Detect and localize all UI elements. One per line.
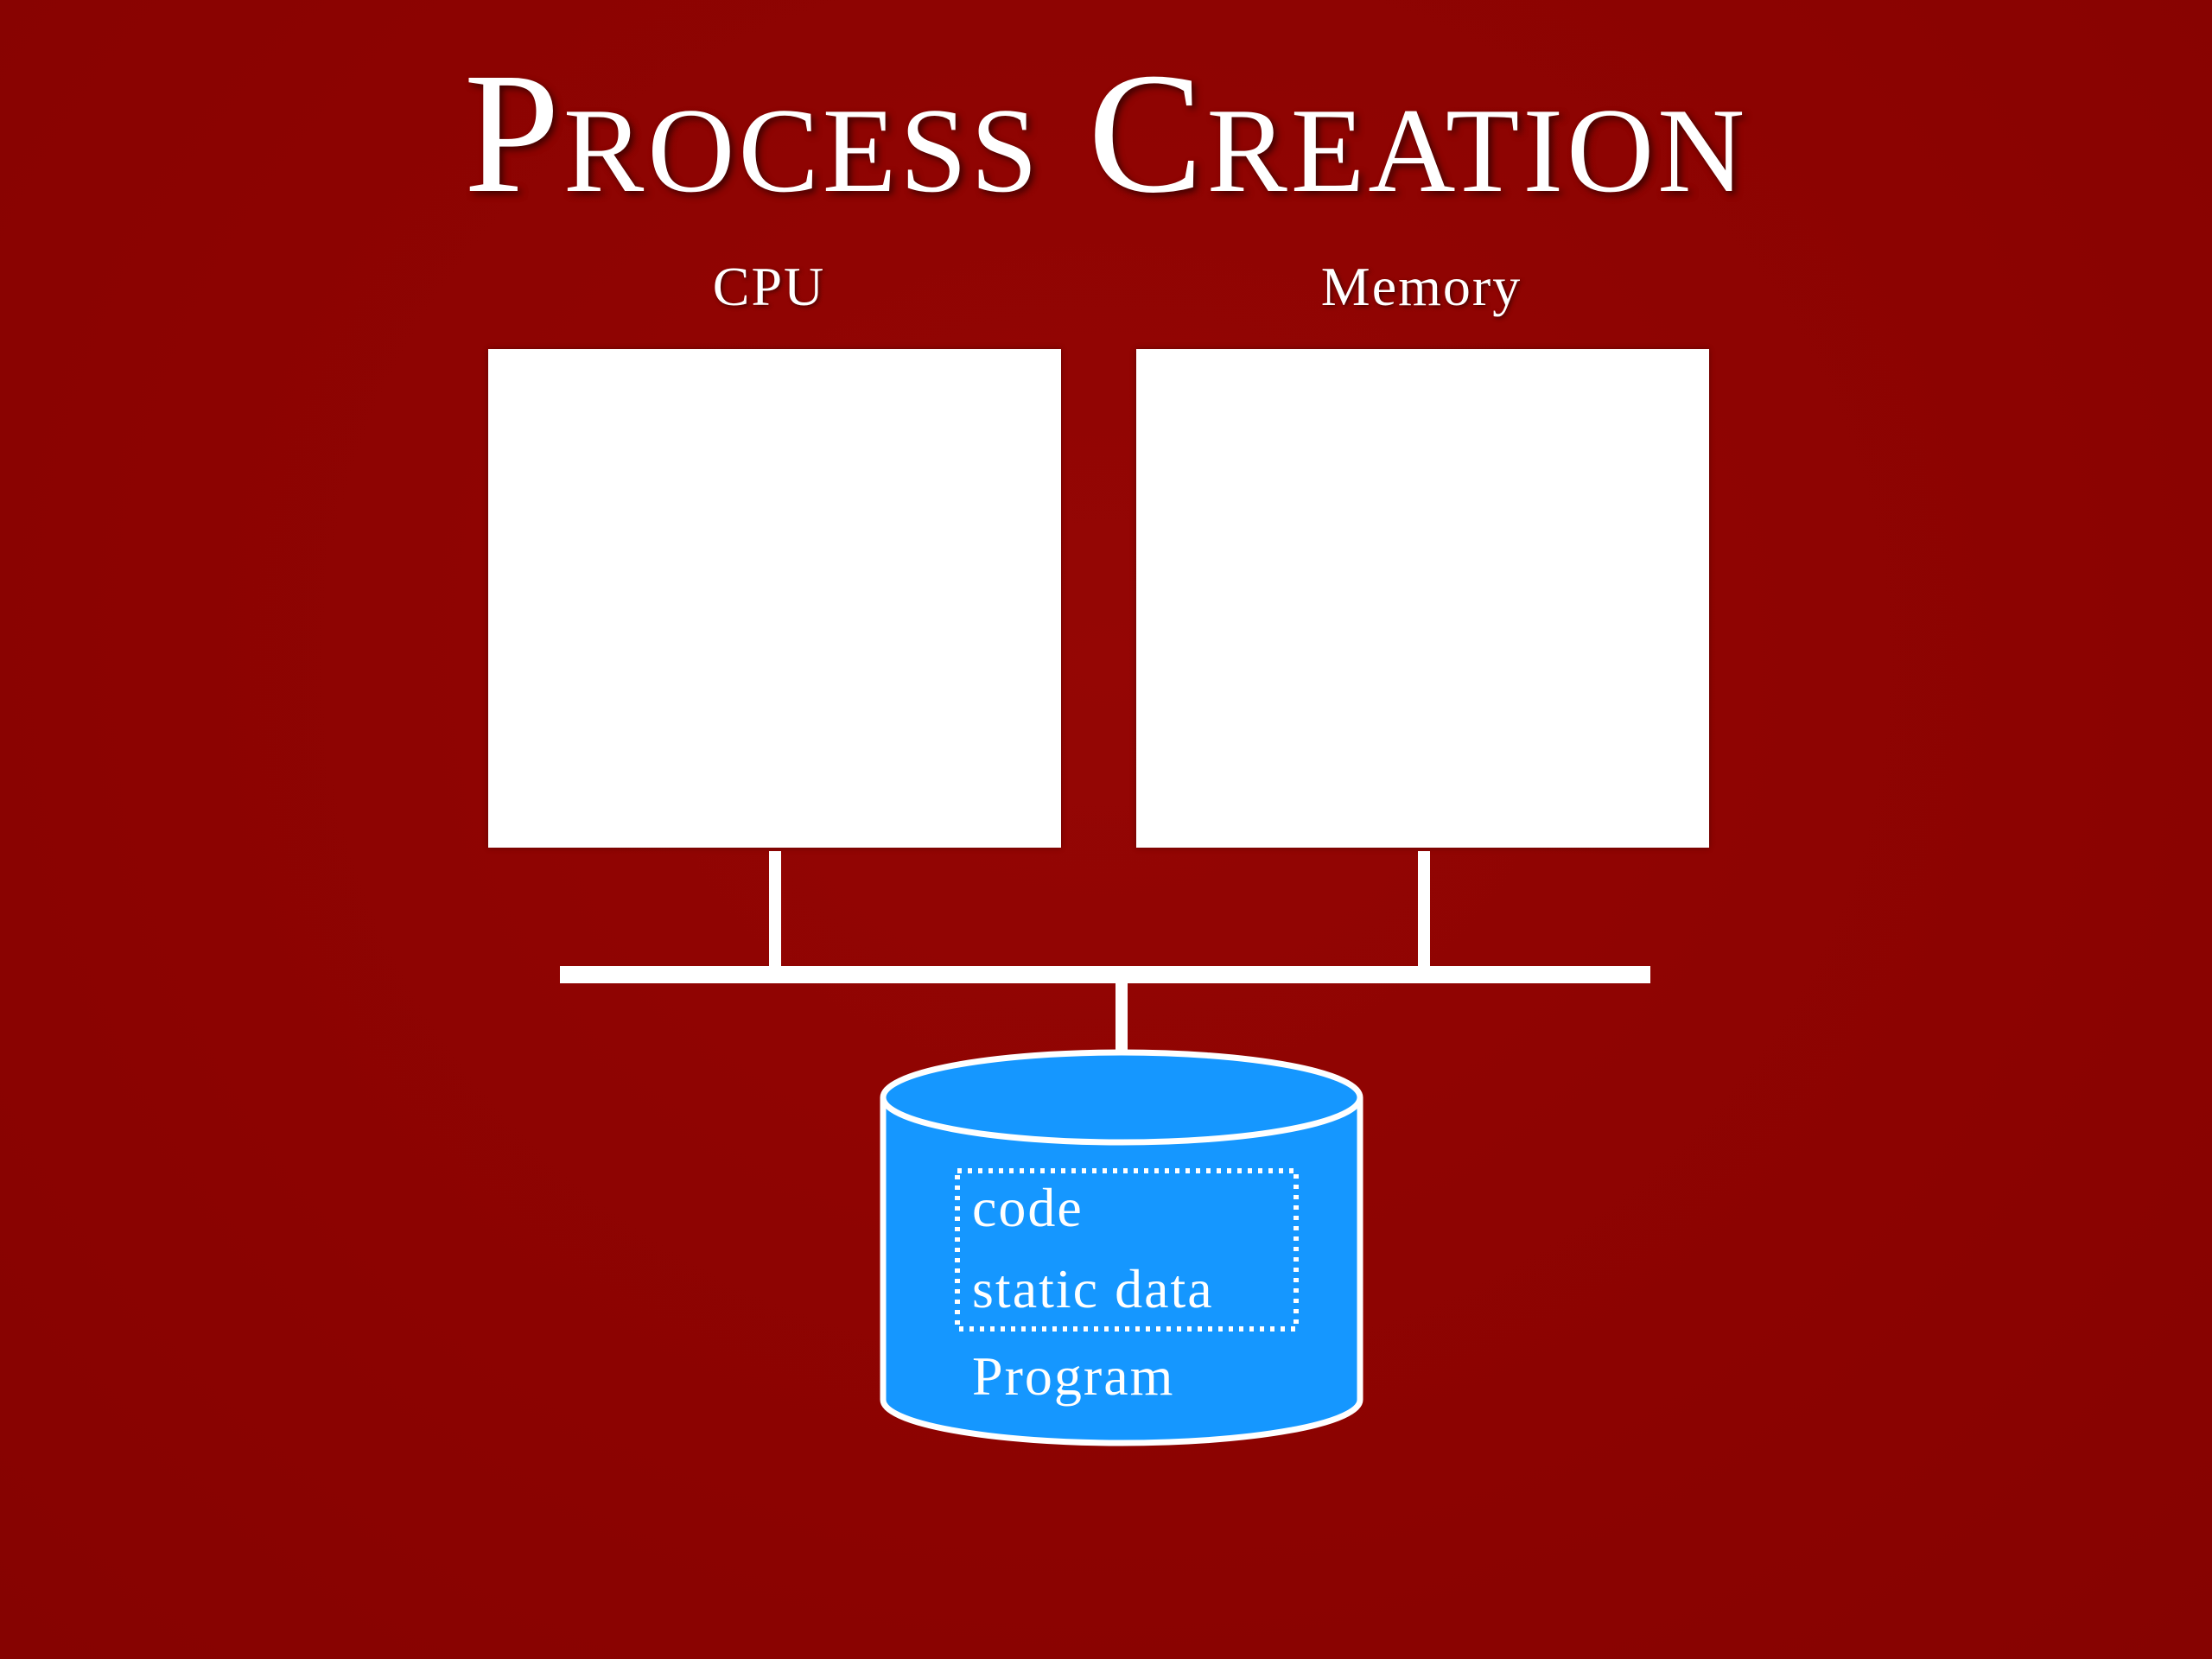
slide-title: Process Creation (463, 38, 1749, 229)
disk-cylinder-icon (880, 1049, 1363, 1446)
code-segment-label: code (972, 1177, 1084, 1238)
static-data-label: static data (972, 1258, 1214, 1319)
cpu-label: CPU (712, 256, 826, 317)
program-label: Program (972, 1345, 1175, 1407)
memory-box (1136, 349, 1709, 848)
program-image-outline (955, 1168, 1299, 1332)
memory-label: Memory (1320, 256, 1522, 317)
cpu-box (488, 349, 1061, 848)
